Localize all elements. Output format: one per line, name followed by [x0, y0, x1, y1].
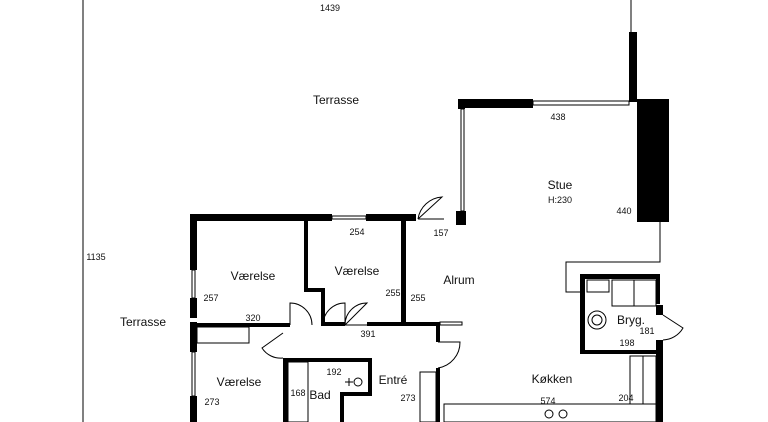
room-bad: Bad: [309, 388, 330, 402]
interior-walls: [197, 221, 660, 422]
room-alrum: Alrum: [443, 273, 474, 287]
fixtures: [196, 279, 657, 422]
washing-machine-icon: [587, 310, 607, 330]
dim-terrace-depth: 1135: [86, 252, 105, 262]
dim-room2-depth: 257: [203, 293, 218, 303]
dim-room3-depth: 273: [204, 397, 219, 407]
dim-stue-depth: 440: [616, 206, 631, 216]
stue-height: H:230: [548, 195, 572, 205]
room-bryggers: Bryg.: [617, 313, 645, 327]
windows: [191, 100, 630, 397]
room-vaerelse-2: Værelse: [335, 264, 380, 278]
dim-terrace-width: 1439: [320, 3, 340, 13]
dim-bryg-width: 198: [619, 338, 634, 348]
room-terrace-top: Terrasse: [313, 93, 359, 107]
exterior-walls: [190, 32, 669, 422]
terrace-outline: [82, 0, 632, 422]
dim-bath-depth: 168: [290, 388, 305, 398]
dimension-labels: 1439 1135 438 440 157 254 255 255 257 32…: [86, 3, 654, 407]
room-labels: Terrasse Terrasse Stue H:230 Alrum Værel…: [120, 93, 645, 402]
stair-outline: [436, 222, 661, 373]
dim-entre-depth: 273: [400, 393, 415, 403]
room-kokken: Køkken: [532, 372, 573, 386]
dim-kitchen-depth: 204: [618, 393, 633, 403]
water-meter-icon: [345, 377, 363, 387]
dim-stue-width: 438: [550, 112, 565, 122]
room-vaerelse-1: Værelse: [231, 269, 276, 283]
dim-room2-width: 320: [245, 313, 260, 323]
dim-bryg-depth: 181: [639, 326, 654, 336]
dim-room1-depth: 255: [385, 288, 400, 298]
dim-kitchen-width: 574: [540, 396, 555, 406]
dim-room1-width: 254: [349, 227, 364, 237]
dim-corridor-width: 391: [360, 329, 375, 339]
room-terrace-left: Terrasse: [120, 315, 166, 329]
room-entre: Entré: [379, 373, 408, 387]
doors: [261, 196, 684, 369]
dim-bath-width: 192: [326, 367, 341, 377]
room-stue: Stue: [548, 178, 573, 192]
dim-alrum-width: 157: [433, 228, 448, 238]
room-vaerelse-3: Værelse: [217, 375, 262, 389]
dim-alrum-depth: 255: [410, 293, 425, 303]
